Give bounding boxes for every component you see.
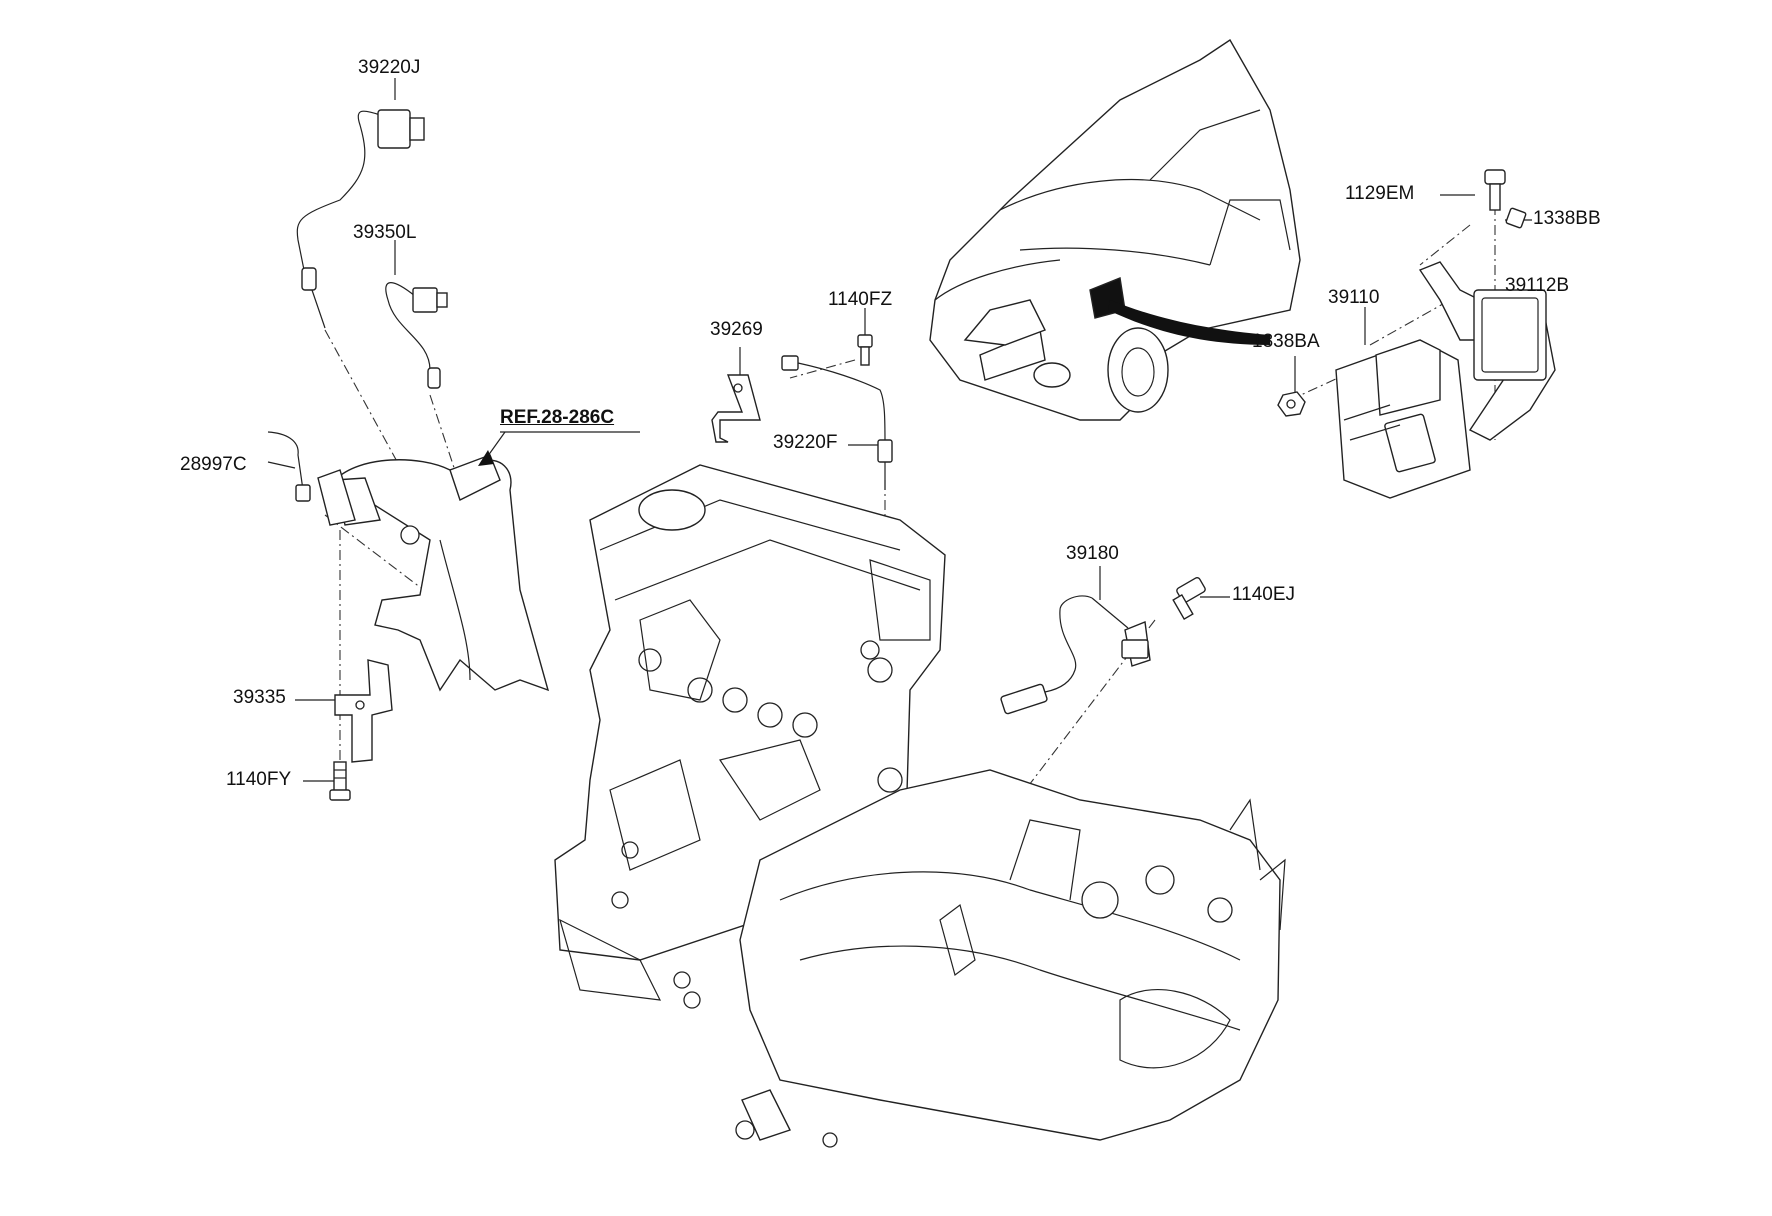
bolt-1140ej (1172, 576, 1206, 620)
label-39269: 39269 (710, 319, 763, 340)
nut-1338ba (1277, 391, 1306, 417)
label-39350l: 39350L (353, 222, 417, 243)
label-1338bb: 1338BB (1533, 208, 1601, 229)
sensor-28997c (267, 431, 311, 502)
label-39220j: 39220J (358, 57, 421, 78)
nut-1338bb (1505, 207, 1527, 229)
transmission (735, 769, 1286, 1148)
label-1140fy: 1140FY (226, 769, 292, 790)
label-39335: 39335 (233, 687, 286, 708)
ecu-bracket-39112b (1418, 261, 1556, 441)
label-1140ej: 1140EJ (1232, 584, 1296, 605)
label-39180: 39180 (1066, 543, 1119, 564)
label-1338ba: 1338BA (1252, 331, 1320, 352)
bolt-1140fz (857, 334, 873, 366)
label-1140fz: 1140FZ (828, 289, 893, 310)
ecu-39110 (1335, 339, 1471, 499)
label-39220f: 39220F (773, 432, 838, 453)
label-1129em: 1129EM (1345, 183, 1415, 204)
vehicle-illustration (929, 39, 1301, 421)
label-28997c: 28997C (180, 454, 247, 475)
oxygen-sensor-39350l (385, 282, 448, 389)
label-ref-28-286c[interactable]: REF.28-286C (500, 407, 615, 428)
temp-sensor-39220f (781, 355, 893, 490)
catalytic-converter (317, 454, 550, 692)
ref-arrow (478, 450, 494, 466)
label-39110: 39110 (1328, 287, 1380, 308)
label-39112b: 39112B (1505, 275, 1570, 296)
bolt-1129em (1484, 169, 1506, 211)
bracket-39269 (711, 374, 761, 443)
oxygen-sensor-39220j (296, 109, 425, 329)
crank-sensor-39180 (1000, 595, 1151, 715)
bracket-39335 (334, 659, 393, 763)
bolt-1140fy (329, 761, 351, 801)
